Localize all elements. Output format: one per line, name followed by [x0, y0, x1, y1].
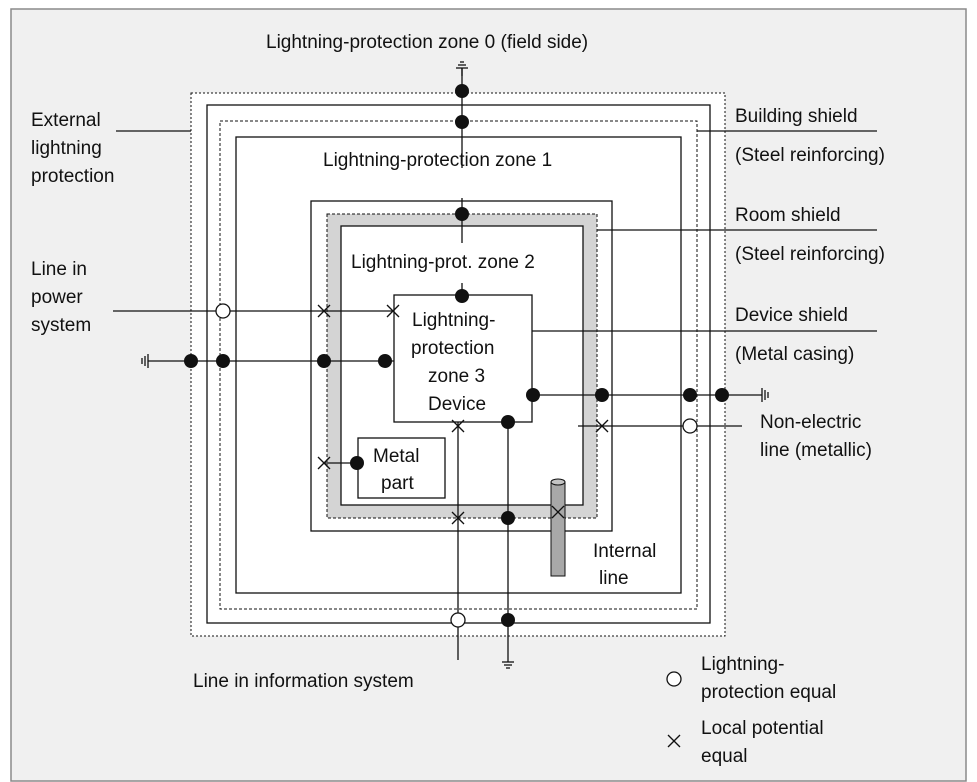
bonding-dot [501, 415, 515, 429]
lightning-protection-equal-point [450, 612, 466, 628]
bonding-dot [378, 354, 392, 368]
external-label-line2: lightning [31, 138, 102, 159]
bonding-dot [715, 388, 729, 402]
internal-line-pipe [550, 481, 566, 577]
bonding-dot [595, 388, 609, 402]
local-potential-cross [317, 304, 331, 318]
zone2-label: Lightning-prot. zone 2 [351, 252, 535, 273]
building-shield-label-line2: (Steel reinforcing) [735, 145, 885, 166]
internal-line-label-line1: Internal [593, 541, 656, 562]
zone1-label: Lightning-protection zone 1 [323, 150, 552, 171]
bonding-dot [216, 354, 230, 368]
power-line-label-line2: power [31, 287, 83, 308]
zone3-device-box [393, 294, 533, 423]
internal-line-label-line2: line [599, 568, 629, 589]
local-potential-cross [317, 456, 331, 470]
device-shield-label-line2: (Metal casing) [735, 344, 854, 365]
non-electric-label-line1: Non-electric [760, 412, 861, 433]
non-electric-label-line2: line (metallic) [760, 440, 872, 461]
external-label-line3: protection [31, 166, 114, 187]
legend-open-circle-icon [666, 671, 682, 687]
legend-cross-label-line1: Local potential [701, 718, 824, 739]
ground-icon-bottom [502, 661, 514, 669]
local-potential-cross [451, 419, 465, 433]
ground-icon-top [456, 61, 468, 69]
zone3-label-line1: Lightning- [412, 310, 495, 331]
building-shield-label-line1: Building shield [735, 106, 858, 127]
power-line-label-line1: Line in [31, 259, 87, 280]
bonding-dot [683, 388, 697, 402]
local-potential-cross [551, 505, 565, 519]
bonding-dot [501, 511, 515, 525]
external-label-line1: External [31, 110, 101, 131]
metal-part-label-line2: part [381, 473, 414, 494]
legend-open-circle-label-line2: protection equal [701, 682, 836, 703]
bonding-dot [317, 354, 331, 368]
internal-line-pipe-top [550, 478, 566, 486]
bonding-dot [455, 289, 469, 303]
lightning-protection-equal-point [215, 303, 231, 319]
zone3-label-line3: zone 3 [428, 366, 485, 387]
legend-cross-label-line2: equal [701, 746, 748, 767]
device-shield-label-line1: Device shield [735, 305, 848, 326]
bonding-dot [350, 456, 364, 470]
power-line-label-line3: system [31, 315, 91, 336]
local-potential-cross [386, 304, 400, 318]
bonding-dot [526, 388, 540, 402]
zone3-label-line2: protection [411, 338, 494, 359]
room-shield-label-line2: (Steel reinforcing) [735, 244, 885, 265]
lightning-protection-equal-point [682, 418, 698, 434]
metal-part-box [357, 437, 446, 499]
ground-icon-left [141, 354, 149, 368]
legend-cross-icon [667, 734, 681, 748]
room-shield-label-line1: Room shield [735, 205, 841, 226]
bonding-dot [501, 613, 515, 627]
bonding-dot [455, 115, 469, 129]
metal-part-label-line1: Metal [373, 446, 419, 467]
zone0-label: Lightning-protection zone 0 (field side) [266, 32, 588, 53]
local-potential-cross [451, 511, 465, 525]
legend: Lightning- protection equal Local potent… [666, 654, 836, 767]
ground-icon-right [761, 388, 769, 402]
zone3-label-line4: Device [428, 394, 486, 415]
local-potential-cross [595, 419, 609, 433]
info-line-label: Line in information system [193, 671, 414, 692]
bonding-dot [455, 84, 469, 98]
legend-open-circle-label-line1: Lightning- [701, 654, 784, 675]
bonding-dot [184, 354, 198, 368]
bonding-dot [455, 207, 469, 221]
